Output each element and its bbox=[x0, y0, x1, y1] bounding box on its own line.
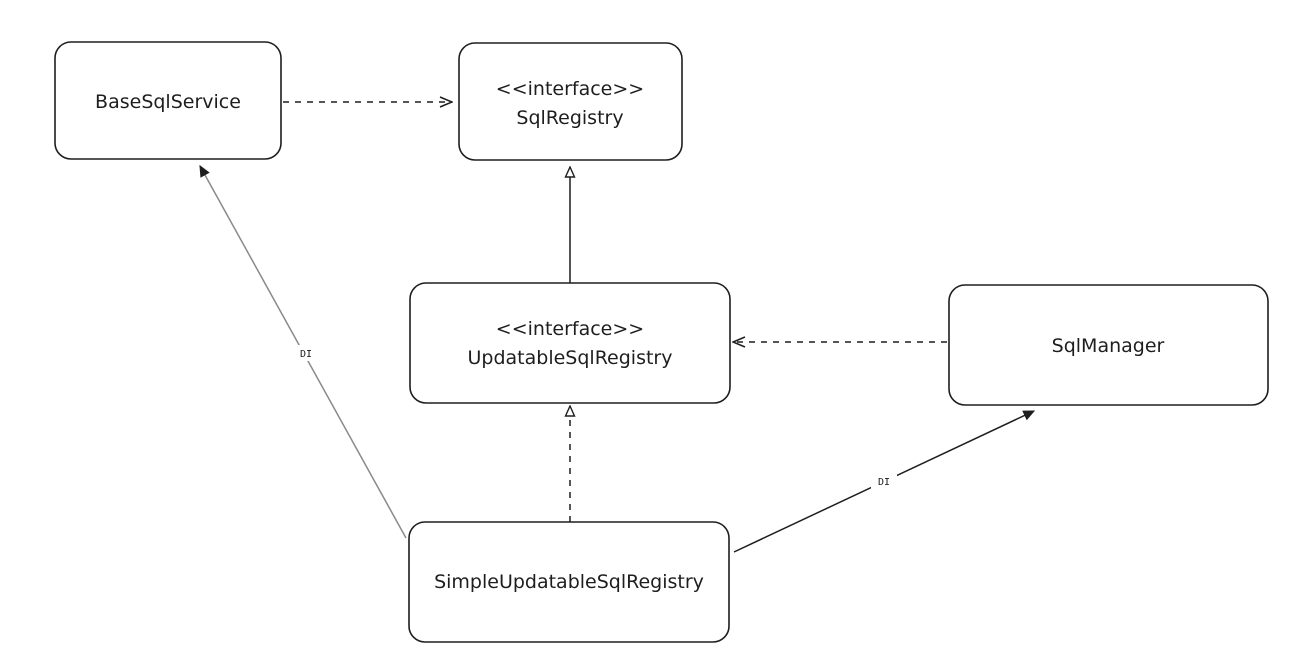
class-box-base-sql-service[interactable]: BaseSqlService bbox=[54, 41, 282, 160]
class-box-simple-updatable-sql-registry[interactable]: SimpleUpdatableSqlRegistry bbox=[408, 521, 730, 643]
class-name: SqlRegistry bbox=[516, 107, 623, 129]
edge-label-di-left: DI bbox=[300, 349, 312, 360]
class-name: SqlManager bbox=[1052, 335, 1165, 357]
class-box-sql-manager[interactable]: SqlManager bbox=[948, 284, 1269, 406]
class-box-updatable-sql-registry[interactable]: <<interface>> UpdatableSqlRegistry bbox=[409, 282, 731, 404]
class-name: SimpleUpdatableSqlRegistry bbox=[434, 571, 704, 593]
class-name: UpdatableSqlRegistry bbox=[468, 347, 673, 369]
edges: DI DI bbox=[199, 102, 1034, 553]
stereotype-label: <<interface>> bbox=[496, 78, 644, 100]
edge-label-di-right: DI bbox=[878, 477, 890, 488]
stereotype-label: <<interface>> bbox=[496, 318, 644, 340]
class-name: BaseSqlService bbox=[95, 91, 241, 113]
class-box-sql-registry[interactable]: <<interface>> SqlRegistry bbox=[458, 42, 683, 161]
